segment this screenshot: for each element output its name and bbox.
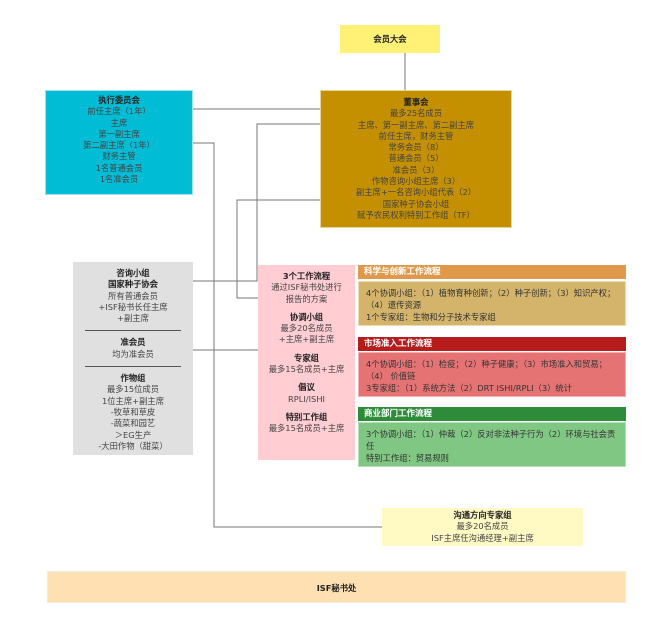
workflow-commercial-body: 3个协调小组：（1）仲裁（2）反对非法种子行为（2）环境与社会责任 特别工作组：… — [358, 422, 626, 467]
structure-line: 最多20名成员 — [280, 323, 333, 334]
executive-line: 1名普通会员 — [95, 162, 143, 173]
board-line: 作物咨询小组主席（3） — [371, 176, 461, 187]
structure-line: 通过ISF秘书处进行 — [271, 282, 342, 293]
advisory-line: +副主席 — [117, 313, 149, 324]
line-board-workflows — [236, 199, 320, 299]
workflow-line: 3专家组：（1）系统方法（2）DRT ISHI/RPLI（3）统计 — [366, 383, 573, 393]
structure-line: 最多15名成员+主席 — [268, 423, 345, 434]
structure-line: RPLI/ISHI — [287, 393, 326, 404]
executive-line: 前任主席（1年） — [87, 106, 151, 117]
general-assembly-box: 会员大会 — [340, 25, 440, 53]
structures-box: 3个工作流程 通过ISF秘书处进行 报告的方案 协调小组 最多20名成员 +主席… — [258, 265, 355, 460]
divider — [85, 330, 181, 332]
secretariat-title: ISF秘书处 — [316, 583, 357, 593]
communication-line: ISF主席任沟通经理+副主席 — [431, 532, 534, 543]
executive-title: 执行委员会 — [98, 95, 140, 105]
board-line: 最多25名成员 — [389, 108, 443, 119]
executive-line: 财务主管 — [102, 151, 136, 162]
workflow-market-header: 市场准入工作流程 — [358, 337, 626, 351]
advisory-title: 咨询小组 — [116, 268, 150, 278]
workflows-title: 3个工作流程 — [282, 271, 331, 281]
workflow-line: 4个协调小组：（1）检疫；（2）种子健康；（3）市场准入和贸易；（4） 价值链 — [366, 359, 607, 381]
board-box: 董事会 最多25名成员 主席、第一副主席、第二副主席 前任主席，财务主管 常务会… — [320, 90, 512, 228]
general-assembly-title: 会员大会 — [373, 34, 407, 44]
structure-line: 最多15名成员+主席 — [268, 364, 345, 375]
line-board-advisory — [193, 123, 320, 282]
executive-line: 主席 — [110, 117, 128, 128]
advisory-box: 咨询小组 国家种子协会 所有普通会员 +ISF秘书长任主席 +副主席 准会员 均… — [73, 262, 193, 455]
coordination-title: 协调小组 — [289, 311, 324, 322]
board-line: 赋予农民权利特别工作组（TF） — [357, 209, 475, 220]
communication-box: 沟通方向专家组 最多20名成员 ISF主席任沟通经理+副主席 — [382, 508, 583, 546]
board-line: 准会员（3） — [392, 164, 440, 175]
executive-line: 1名准会员 — [99, 174, 139, 185]
board-line: 常务会员（8） — [388, 142, 444, 153]
crop-line: -蔬菜和园艺 — [110, 418, 156, 429]
advisory-line: 所有普通会员 — [108, 290, 158, 301]
workflow-science-header: 科学与创新工作流程 — [358, 265, 626, 279]
workflow-line: 3个协调小组：（1）仲裁（2）反对非法种子行为（2）环境与社会责任 — [366, 429, 616, 451]
advisory-line: +ISF秘书长任主席 — [98, 301, 168, 312]
workflow-market-body: 4个协调小组：（1）检疫；（2）种子健康；（3）市场准入和贸易；（4） 价值链 … — [358, 352, 626, 397]
structure-line: 报告的方案 — [285, 293, 328, 304]
communication-line: 最多20名成员 — [456, 521, 509, 532]
workflow-line: 特别工作组：贸易规则 — [366, 453, 449, 463]
board-title: 董事会 — [403, 97, 429, 107]
board-line: 主席、第一副主席、第二副主席 — [357, 119, 475, 130]
board-line: 普通会员（5） — [388, 153, 444, 164]
structure-line: +主席+副主席 — [278, 334, 335, 345]
crop-line: 最多15位成员 — [106, 384, 160, 395]
crop-line: -大田作物（甜菜） — [98, 440, 168, 451]
national-seed-title: 国家种子协会 — [108, 279, 158, 290]
workflow-science-body: 4个协调小组：（1）植物育种创新；（2）种子创新；（3）知识产权；（4）遗传资源… — [358, 281, 626, 326]
task-force-title: 特别工作组 — [285, 411, 328, 422]
associate-line: 均为准会员 — [112, 348, 154, 359]
secretariat-box: ISF秘书处 — [47, 571, 626, 603]
board-line: 副主席+一名咨询小组代表（2） — [355, 187, 477, 198]
communication-title: 沟通方向专家组 — [453, 510, 512, 520]
expert-group-title: 专家组 — [294, 352, 319, 363]
executive-line: 第一副主席 — [98, 128, 140, 139]
workflow-line: 4个协调小组：（1）植物育种创新；（2）种子创新；（3）知识产权；（4）遗传资源 — [366, 288, 616, 310]
initiative-title: 倡议 — [298, 382, 315, 393]
workflow-line: 1个专家组：生物和分子技术专家组 — [366, 312, 496, 322]
board-line: 国家种子协会小组 — [382, 198, 450, 209]
executive-line: 第二副主席（1年） — [83, 140, 155, 151]
crop-line: -牧草和草皮 — [110, 406, 156, 417]
crop-group-title: 作物组 — [120, 373, 146, 384]
workflow-commercial-header: 商业部门工作流程 — [358, 407, 626, 421]
divider — [85, 366, 181, 368]
line-exec-communication — [193, 142, 382, 528]
associate-title: 准会员 — [120, 337, 146, 348]
executive-committee-box: 执行委员会 前任主席（1年） 主席 第一副主席 第二副主席（1年） 财务主管 1… — [45, 90, 193, 195]
crop-line: 1位主席+副主席 — [101, 395, 164, 406]
crop-line: ＞EG生产 — [114, 429, 152, 440]
board-line: 前任主席，财务主管 — [378, 130, 454, 141]
